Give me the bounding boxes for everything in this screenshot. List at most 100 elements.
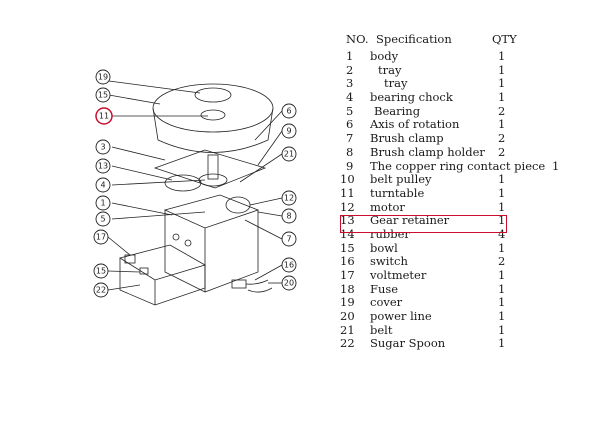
row-specification: tray — [384, 76, 408, 91]
table-row: 13 Gear retainer 1 — [340, 214, 595, 228]
row-qty: 2 — [498, 103, 506, 118]
leader-lines — [107, 80, 283, 291]
row-number: 2 — [346, 62, 354, 77]
callout-12: 12 — [281, 190, 297, 206]
row-qty: 1 — [498, 295, 506, 310]
svg-text:13: 13 — [98, 162, 108, 171]
callout-5: 5 — [95, 211, 111, 227]
row-qty: 1 — [498, 117, 506, 132]
row-qty: 1 — [552, 158, 560, 173]
row-qty: 1 — [498, 322, 506, 337]
row-qty: 2 — [498, 254, 506, 269]
callout-6: 6 — [281, 103, 297, 119]
row-specification: Brush clamp holder — [370, 144, 485, 159]
row-number: 20 — [340, 309, 355, 324]
svg-text:4: 4 — [100, 181, 105, 190]
row-qty: 1 — [498, 185, 506, 200]
svg-text:3: 3 — [100, 143, 105, 152]
row-qty: 1 — [498, 268, 506, 282]
row-qty: 1 — [498, 62, 506, 77]
row-number: 17 — [340, 268, 355, 282]
row-specification: Axis of rotation — [370, 117, 460, 132]
row-number: 10 — [340, 172, 355, 187]
row-number: 4 — [346, 90, 354, 105]
row-qty: 1 — [498, 76, 506, 91]
svg-text:8: 8 — [286, 212, 291, 221]
row-number: 14 — [340, 226, 355, 241]
callout-20: 20 — [281, 275, 297, 291]
row-number: 6 — [346, 117, 354, 132]
power-line-drawing — [231, 279, 273, 293]
callout-11-highlighted: 11 — [95, 107, 113, 125]
svg-text:11: 11 — [99, 112, 109, 121]
row-qty: 1 — [498, 172, 506, 187]
row-number: 15 — [340, 240, 355, 255]
row-number: 18 — [340, 281, 355, 296]
drawer-drawing — [119, 244, 207, 306]
table-row: 20 power line 1 — [340, 309, 595, 324]
header-specification: Specification — [376, 32, 452, 46]
row-qty: 1 — [498, 49, 506, 63]
exploded-diagram: 19 15 11 3 13 4 1 5 17 15 22 6 9 21 12 8… — [93, 69, 297, 306]
row-specification: Sugar Spoon — [370, 336, 446, 351]
table-row: 6 Axis of rotation 1 — [340, 118, 595, 132]
row-number: 13 — [340, 213, 355, 228]
row-specification: turntable — [370, 185, 425, 200]
row-qty: 2 — [498, 144, 506, 159]
row-specification: Fuse — [370, 281, 399, 296]
svg-text:12: 12 — [284, 194, 294, 203]
callout-16: 16 — [281, 257, 297, 273]
callout-4: 4 — [95, 177, 111, 193]
svg-text:15: 15 — [96, 267, 106, 276]
table-row: 14 rubber 4 — [340, 226, 595, 242]
row-specification: bowl — [370, 240, 398, 255]
row-specification: Gear retainer — [370, 213, 450, 228]
row-number: 1 — [346, 49, 354, 63]
callout-17: 17 — [93, 229, 109, 245]
row-number: 8 — [346, 144, 354, 159]
table-row: 4 bearing chock 1 — [340, 90, 595, 105]
row-qty: 2 — [498, 131, 506, 146]
row-specification: rubber — [370, 226, 410, 241]
callout-22: 22 — [93, 282, 109, 298]
body-drawing — [163, 194, 260, 293]
row-number: 7 — [346, 131, 354, 146]
row-qty: 1 — [498, 90, 506, 105]
svg-text:20: 20 — [284, 279, 294, 288]
row-number: 16 — [340, 254, 355, 269]
svg-text:19: 19 — [98, 73, 108, 82]
callout-19: 19 — [95, 69, 111, 85]
svg-text:7: 7 — [286, 235, 291, 244]
row-number: 12 — [340, 199, 355, 214]
row-qty: 1 — [498, 309, 506, 324]
table-row: 8 Brush clamp holder 2 — [340, 144, 595, 160]
row-specification: bearing chock — [370, 90, 453, 105]
svg-text:21: 21 — [284, 150, 294, 159]
row-number: 9 — [346, 158, 354, 173]
row-qty: 4 — [498, 226, 506, 241]
row-specification: power line — [370, 309, 432, 324]
header-qty: QTY — [492, 32, 517, 46]
highlight-box — [340, 215, 507, 233]
row-number: 5 — [346, 103, 354, 118]
row-qty: 1 — [498, 213, 506, 228]
svg-text:9: 9 — [286, 127, 291, 136]
row-qty: 1 — [498, 336, 506, 351]
callout-7: 7 — [281, 231, 297, 247]
callout-1: 1 — [95, 195, 111, 211]
header-no: NO. — [346, 32, 369, 46]
